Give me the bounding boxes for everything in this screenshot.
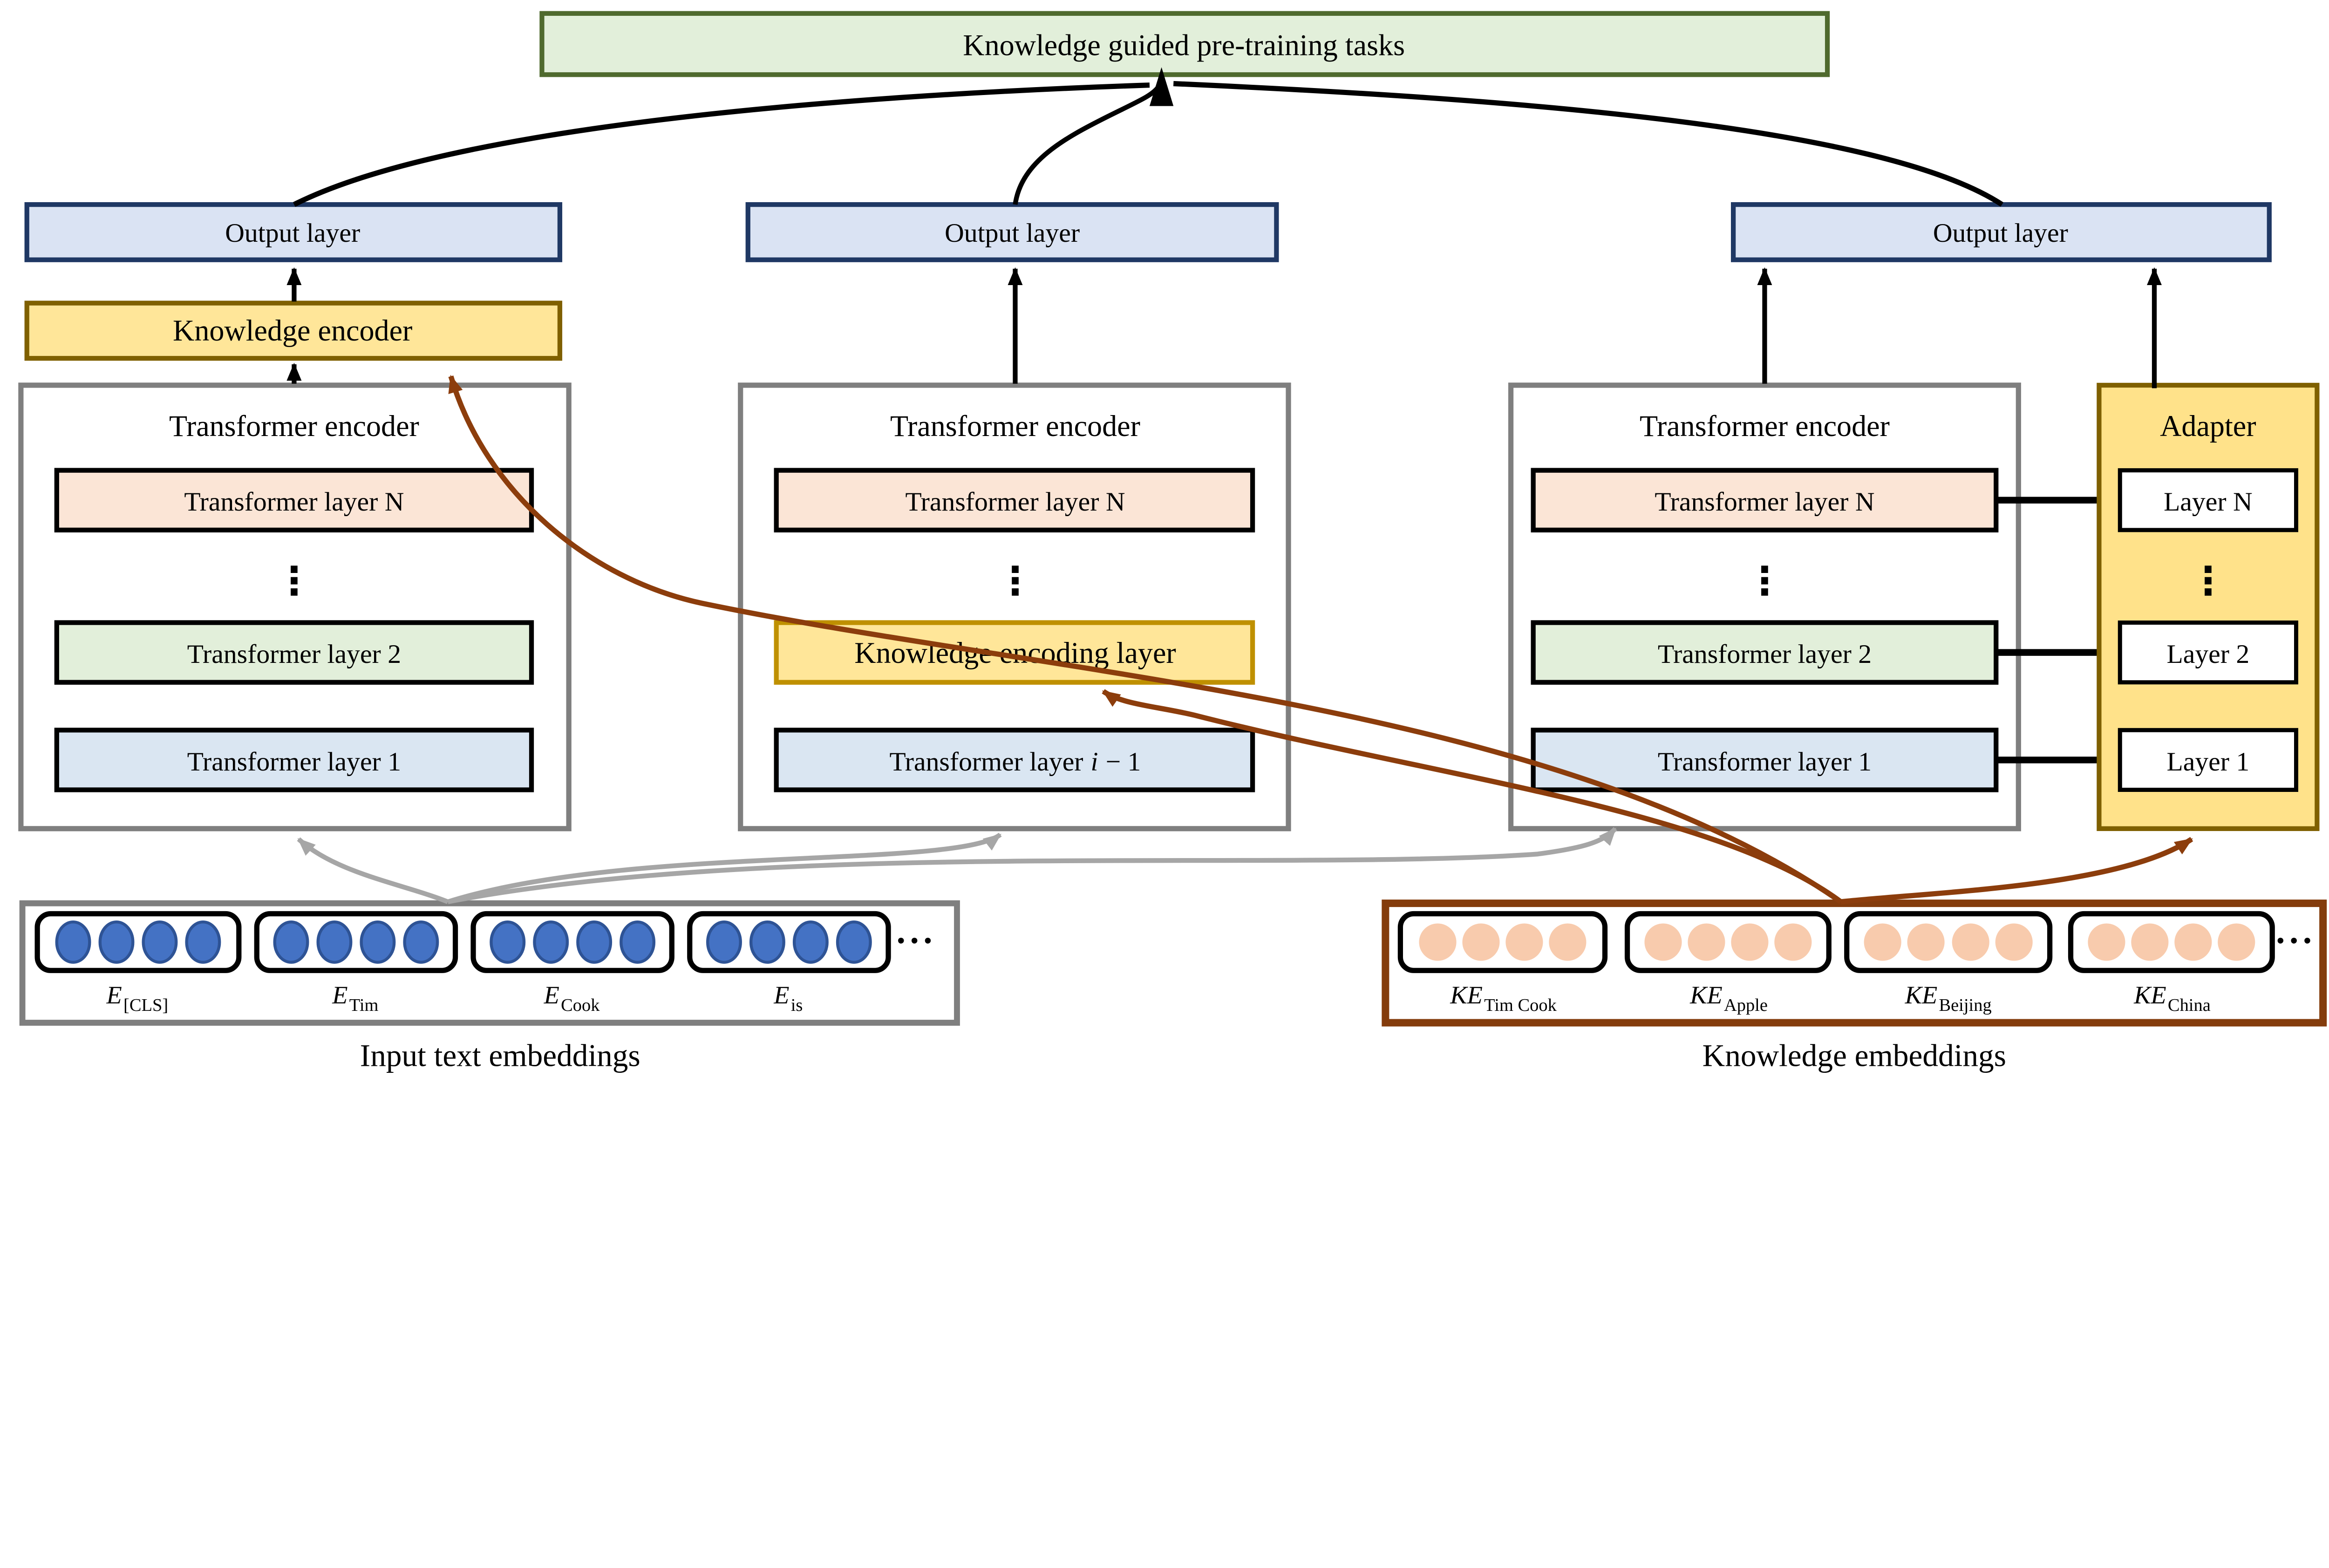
- right-layer-1-box: [1531, 728, 1999, 792]
- adapter-ellipsis: ⋮: [2189, 559, 2227, 604]
- right-layer-n-box: [1531, 468, 1999, 532]
- mid-output-layer-label: Output layer: [945, 218, 1080, 248]
- mid-layer-n-box: [774, 468, 1255, 532]
- mid-layer-n-label: Transformer layer N: [905, 487, 1125, 517]
- left-encoder-ellipsis: ⋮: [275, 559, 313, 604]
- right-layer-1-label: Transformer layer 1: [1658, 747, 1872, 777]
- right-layer-n-label: Transformer layer N: [1655, 487, 1874, 517]
- right-encoder-ellipsis: ⋮: [1745, 559, 1784, 604]
- curve-ke-to-knowledge-encoding-layer: [1102, 689, 1843, 904]
- mid-layer-i-box: [774, 728, 1255, 792]
- knowledge-cell: [1844, 911, 2053, 973]
- input-label-tim-base: E: [332, 981, 347, 1009]
- ke-label-apple-sub: Apple: [1724, 995, 1768, 1015]
- input-label-is-base: E: [773, 981, 789, 1009]
- tasks-arrowhead: [1149, 67, 1174, 106]
- input-cell: [254, 911, 458, 973]
- adapter-layer-1-label: Layer 1: [2166, 747, 2249, 777]
- right-output-layer-box: [1731, 202, 2272, 262]
- input-cell: [34, 911, 242, 973]
- left-layer-n-box: [54, 468, 534, 532]
- left-layer-n-label: Transformer layer N: [184, 487, 404, 517]
- knowledge-embedding-cells: [1397, 911, 2275, 973]
- knowledge-encoder-label: Knowledge encoder: [173, 314, 412, 347]
- pretraining-tasks-box: [539, 11, 1830, 77]
- mid-encoder-ellipsis: ⋮: [996, 559, 1035, 604]
- curve-ke-to-adapter: [1840, 837, 2193, 905]
- adapter-layer-n-box: [2118, 468, 2298, 532]
- curve-mid-output-to-tasks: [1013, 85, 1161, 205]
- input-label-cls-sub: [CLS]: [123, 995, 168, 1015]
- knowledge-encoder-box: [24, 300, 563, 361]
- curve-input-to-left-encoder: [297, 837, 449, 904]
- mid-layer-i-prefix: Transformer layer: [890, 747, 1083, 777]
- left-layer-1-label: Transformer layer 1: [187, 747, 401, 777]
- knowledge-token-dots: [1419, 923, 2255, 961]
- right-encoder-title: Transformer encoder: [1640, 409, 1890, 443]
- pretraining-tasks-label: Knowledge guided pre-training tasks: [963, 29, 1405, 62]
- input-embedding-cells: [34, 911, 891, 973]
- adapter-title: Adapter: [2160, 409, 2256, 443]
- curve-right-output-to-tasks: [1173, 81, 2004, 207]
- input-cell: [470, 911, 674, 973]
- input-ellipsis: ···: [895, 920, 935, 961]
- input-label-cook-sub: Cook: [561, 995, 600, 1015]
- knowledge-cell: [1624, 911, 1832, 973]
- mid-layer-i-suffix: − 1: [1106, 747, 1141, 777]
- adapter-layer-n-label: Layer N: [2164, 487, 2253, 517]
- ke-label-apple-base: KE: [1689, 981, 1723, 1009]
- input-label-cook-base: E: [544, 981, 559, 1009]
- input-cell: [687, 911, 891, 973]
- input-label-cls: E[CLS]: [106, 981, 169, 1015]
- mid-layer-i-var: i: [1091, 747, 1098, 777]
- left-layer-2-box: [54, 620, 534, 685]
- left-layer-1-box: [54, 728, 534, 792]
- left-layer-2-label: Transformer layer 2: [187, 640, 401, 669]
- adapter-layer-2-label: Layer 2: [2166, 640, 2249, 669]
- right-layer-2-label: Transformer layer 2: [1658, 640, 1872, 669]
- right-output-layer-label: Output layer: [1933, 218, 2068, 248]
- input-embeddings-caption: Input text embeddings: [360, 1038, 640, 1073]
- ke-label-china-base: KE: [2133, 981, 2166, 1009]
- left-output-layer-label: Output layer: [225, 218, 360, 248]
- adapter-layer-1-box: [2118, 728, 2298, 792]
- ke-label-beijing-base: KE: [1905, 981, 1938, 1009]
- architecture-diagram: Knowledge guided pre-training tasks Outp…: [18, 11, 2327, 1073]
- input-label-cls-base: E: [106, 981, 122, 1009]
- mid-output-layer-box: [745, 202, 1279, 262]
- left-encoder-title: Transformer encoder: [169, 409, 419, 443]
- knowledge-ellipsis: ···: [2275, 920, 2315, 961]
- mid-encoder-title: Transformer encoder: [890, 409, 1140, 443]
- input-label-is-sub: is: [791, 995, 803, 1015]
- curve-left-output-to-tasks: [293, 82, 1150, 207]
- ke-label-beijing-sub: Beijing: [1939, 995, 1991, 1015]
- curve-ke-to-knowledge-encoder: [448, 375, 1843, 904]
- knowledge-cell: [2068, 911, 2275, 973]
- right-layer-2-box: [1531, 620, 1999, 685]
- adapter-layer-2-box: [2118, 620, 2298, 685]
- ke-label-timcook-sub: Tim Cook: [1484, 995, 1557, 1015]
- ke-label-china-sub: China: [2168, 995, 2211, 1015]
- curve-input-to-mid-encoder: [447, 832, 1002, 904]
- left-output-layer-box: [24, 202, 563, 262]
- curve-input-to-right-encoder: [447, 827, 1617, 904]
- knowledge-embeddings-caption: Knowledge embeddings: [1702, 1038, 2006, 1073]
- input-label-tim-sub: Tim: [349, 995, 379, 1015]
- mid-layer-i-label: Transformer layer i − 1: [890, 747, 1141, 777]
- input-token-dots: [55, 920, 872, 964]
- knowledge-cell: [1397, 911, 1608, 973]
- ke-label-timcook-base: KE: [1450, 981, 1483, 1009]
